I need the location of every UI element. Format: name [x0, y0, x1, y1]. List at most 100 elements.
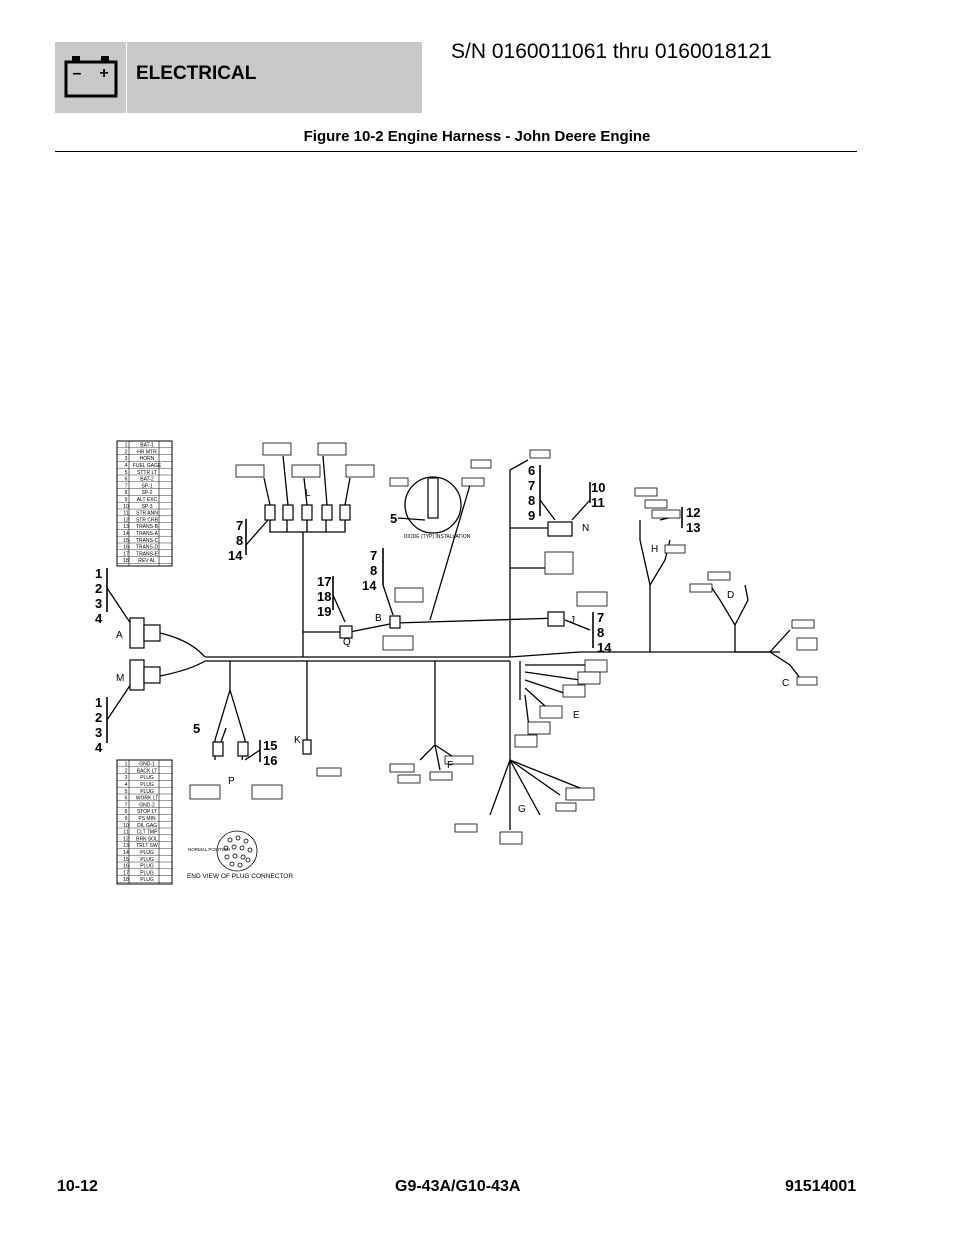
table-circuit-name: SP-1 — [141, 483, 152, 489]
table-circuit-name: PLUG — [140, 857, 154, 863]
callout-b-group: 8 — [370, 563, 377, 578]
table-pin-number: 14 — [123, 850, 129, 856]
table-circuit-name: SP-2 — [141, 490, 152, 496]
table-pin-number: 12 — [123, 836, 129, 842]
callout-h-group: 13 — [686, 520, 700, 535]
callout-p-group: 16 — [263, 753, 277, 768]
callout-b-group: 14 — [362, 578, 377, 593]
table-circuit-name: TRANS-D — [136, 545, 159, 551]
connector-letter-m: M — [116, 673, 124, 684]
table-pin-number: 11 — [123, 511, 128, 517]
table-circuit-name: FUEL GAGE — [133, 463, 162, 469]
connector-letter-n: N — [582, 523, 589, 534]
table-pin-number: 8 — [125, 809, 128, 815]
table-circuit-name: TRANS-E — [136, 551, 159, 557]
table-circuit-name: PLUG — [140, 877, 154, 883]
table-circuit-name: HR MTR — [137, 449, 157, 455]
table-pin-number: 5 — [125, 789, 128, 795]
table-pin-number: 5 — [125, 470, 128, 476]
callout-a-group: 4 — [95, 611, 103, 626]
callout-p-group: 15 — [263, 738, 277, 753]
connector-letter-d: D — [727, 590, 734, 601]
connector-letter-q: Q — [343, 637, 351, 648]
table-pin-number: 16 — [123, 545, 129, 551]
table-circuit-name: REV AL — [138, 558, 156, 564]
table-circuit-name: TRANS-C — [136, 538, 159, 544]
connector-q — [339, 625, 353, 639]
callout-q-group: 17 — [317, 574, 331, 589]
connector-b — [389, 615, 401, 629]
table-pin-number: 13 — [123, 524, 129, 530]
table-circuit-name: STTR LT — [137, 470, 157, 476]
table-circuit-name: PLUG — [140, 782, 154, 788]
callout-m-group: 3 — [95, 725, 102, 740]
callout-h-group: 12 — [686, 505, 700, 520]
table-pin-number: 9 — [125, 497, 128, 503]
callout-b-group: 7 — [370, 548, 377, 563]
table-circuit-name: BRK SOL — [136, 836, 158, 842]
serial-range: S/N 0160011061 thru 0160018121 — [451, 40, 772, 63]
table-pin-number: 8 — [125, 490, 128, 496]
table-pin-number: 12 — [123, 517, 129, 523]
callout-a-group: 2 — [95, 581, 102, 596]
table-pin-number: 3 — [125, 456, 128, 462]
connector-letter-f: F — [447, 760, 453, 771]
c-branch-wire — [735, 629, 791, 653]
table-circuit-name: TRLT SW — [136, 843, 158, 849]
table-pin-number: 17 — [123, 870, 129, 876]
normal-position-label: NORMAL POSITION — [188, 847, 230, 852]
callout-a-group: 1 — [95, 566, 102, 581]
n-branch-wire — [509, 459, 529, 657]
table-circuit-name: TRANS-B — [136, 524, 159, 530]
table-pin-number: 1 — [125, 762, 128, 768]
header-rule — [55, 151, 857, 152]
table-pin-number: 15 — [123, 538, 129, 544]
footer-page-number: 10-12 — [57, 1178, 98, 1195]
callout-l-group: 7 — [236, 518, 243, 533]
table-pin-number: 10 — [123, 823, 129, 829]
connector-letter-j: J — [570, 615, 575, 626]
table-circuit-name: PS MIN — [138, 816, 156, 822]
table-pin-number: 6 — [125, 477, 128, 483]
section-title: ELECTRICAL — [136, 63, 257, 84]
table-circuit-name: GND-2 — [139, 802, 155, 808]
table-circuit-name: ALT EXC — [137, 497, 158, 503]
connector-letter-e: E — [573, 710, 580, 721]
table-circuit-name: GND-1 — [139, 762, 155, 768]
connector-letter-g: G — [518, 804, 526, 815]
battery-icon: – + — [64, 56, 118, 98]
h-branch-wire — [639, 520, 651, 652]
callout-n-group_left: 7 — [528, 478, 535, 493]
callout-diode-item: 5 — [390, 511, 397, 526]
connector-l-1 — [264, 504, 276, 521]
diode-body — [427, 477, 439, 519]
connector-letter-k: K — [294, 735, 301, 746]
connector-k — [302, 739, 312, 755]
connector-letter-h: H — [651, 544, 658, 555]
callout-j-group: 7 — [597, 610, 604, 625]
connector-p-1 — [212, 741, 224, 757]
connector-letter-l: L — [305, 488, 311, 499]
connector-l-4 — [321, 504, 333, 521]
table-circuit-name: PLUG — [140, 775, 154, 781]
table-pin-number: 3 — [125, 775, 128, 781]
table-pin-number: 15 — [123, 857, 129, 863]
connector-a — [129, 617, 145, 649]
connector-m — [129, 659, 145, 691]
table-circuit-name: BACK LT — [137, 768, 157, 774]
table-pin-number: 13 — [123, 843, 129, 849]
table-circuit-name: WORK LT — [136, 796, 158, 802]
table-circuit-name: STOP LT — [137, 809, 157, 815]
table-circuit-name: PLUG — [140, 870, 154, 876]
connector-l-5 — [339, 504, 351, 521]
table-pin-number: 18 — [123, 877, 129, 883]
connector-n — [547, 521, 573, 537]
end-view-label: END VIEW OF PLUG CONNECTOR — [187, 873, 293, 880]
callout-m-group: 2 — [95, 710, 102, 725]
table-circuit-name: PLUG — [140, 850, 154, 856]
connector-letter-c: C — [782, 678, 789, 689]
callout-n-group_left: 6 — [528, 463, 535, 478]
callout-a-group: 3 — [95, 596, 102, 611]
connector-l-2 — [282, 504, 294, 521]
